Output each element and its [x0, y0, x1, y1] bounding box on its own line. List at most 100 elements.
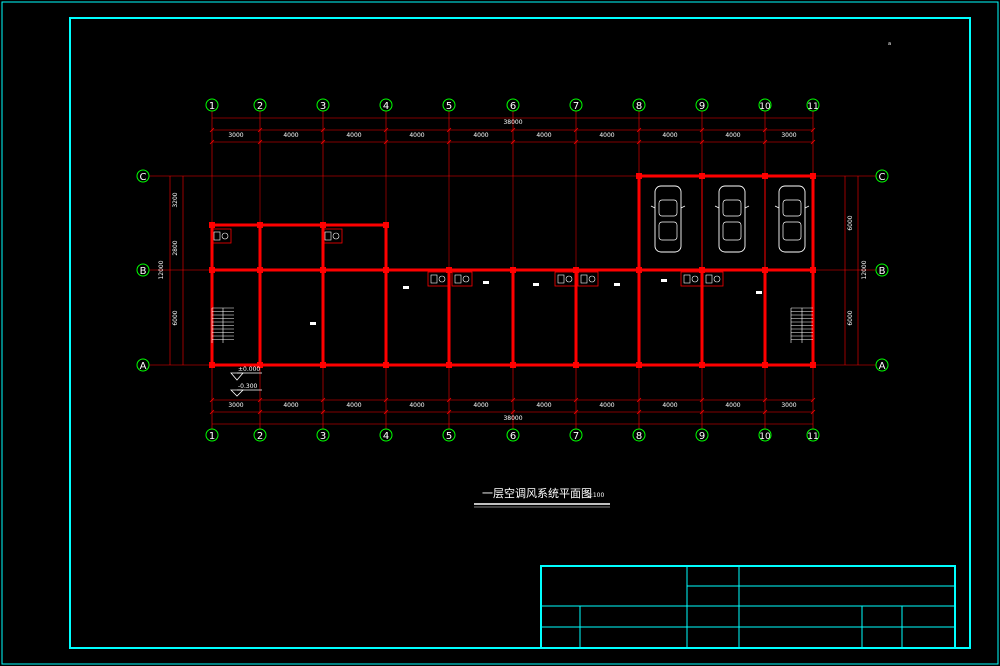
dim-tick: [446, 409, 452, 415]
dim-text: 4000: [725, 132, 740, 139]
basin-fixture: [691, 275, 699, 283]
dim-tick: [209, 127, 215, 133]
toilet-unit: [702, 271, 724, 287]
dim-tick: [320, 139, 326, 145]
svg-text:11: 11: [807, 432, 818, 442]
dim-tick: [510, 139, 516, 145]
dim-tick: [762, 127, 768, 133]
dim-tick: [257, 127, 263, 133]
structural-column: [699, 267, 705, 273]
svg-text:10: 10: [759, 102, 771, 112]
dim-tick: [573, 127, 579, 133]
room-tag: [403, 286, 409, 289]
column-axes-bottom: 1 2 3 4 5 6 7 8 9 10 11: [205, 428, 820, 442]
axis-bubble: A: [136, 358, 150, 372]
room-tag: [483, 281, 489, 284]
fixtures: [210, 228, 813, 343]
room-tag: [614, 283, 620, 286]
structural-column: [510, 267, 516, 273]
structural-column: [573, 362, 579, 368]
car-mirror: [804, 205, 810, 209]
svg-text:1: 1: [209, 431, 215, 442]
axis-bubble: 10: [758, 428, 772, 442]
structural-column: [320, 222, 326, 228]
svg-text:C: C: [879, 172, 886, 183]
dim-text: 4000: [599, 402, 614, 409]
inner-frame: [69, 17, 971, 649]
total-dim-top: 38000: [503, 119, 522, 126]
svg-text:11: 11: [807, 102, 818, 112]
dim-text: 6000: [847, 310, 854, 325]
structural-column: [446, 362, 452, 368]
axis-bubble: 3: [316, 428, 330, 442]
svg-text:6: 6: [510, 431, 516, 442]
svg-text:3: 3: [320, 101, 326, 112]
axis-bubble: 8: [632, 428, 646, 442]
axis-bubble: 6: [506, 98, 520, 112]
dim-text: 4000: [283, 132, 298, 139]
toilet-fixture: [454, 274, 462, 284]
car-mirror: [774, 205, 780, 209]
level-mark-upper: ±0.000: [230, 366, 262, 381]
toilet-unit: [451, 271, 473, 287]
level-text: -0.300: [238, 383, 258, 390]
basin-fixture: [713, 275, 721, 283]
dim-text: 4000: [536, 402, 551, 409]
dim-tick: [383, 139, 389, 145]
svg-text:4: 4: [383, 101, 389, 112]
dim-tick: [762, 409, 768, 415]
dim-tick: [699, 397, 705, 403]
car-windshield: [658, 199, 678, 217]
drawing-scale: 1:100: [587, 492, 604, 499]
dim-tick: [209, 409, 215, 415]
structural-column: [383, 267, 389, 273]
dim-tick: [810, 127, 816, 133]
dim-tick: [383, 397, 389, 403]
svg-text:1: 1: [209, 101, 215, 112]
dim-tick: [446, 397, 452, 403]
dimension-lines: [169, 117, 859, 425]
dim-text: 4000: [409, 402, 424, 409]
toilet-unit: [427, 271, 449, 287]
axis-bubble: 9: [695, 98, 709, 112]
drawing-title: 一层空调风系统平面图: [482, 486, 592, 500]
dim-tick: [573, 409, 579, 415]
structural-column: [209, 362, 215, 368]
dim-text: 4000: [409, 132, 424, 139]
car-body: [778, 185, 806, 253]
dimension-texts-left: 3200 2800 12000 6000: [158, 192, 179, 325]
toilet-fixture: [580, 274, 588, 284]
axis-bubble: B: [875, 263, 889, 277]
svg-text:6: 6: [510, 101, 516, 112]
dimension-texts-right: 6000 12000 6000: [847, 215, 868, 325]
axis-bubble: C: [875, 169, 889, 183]
axis-bubble: C: [136, 169, 150, 183]
car-mirror: [650, 205, 656, 209]
structural-column: [257, 222, 263, 228]
structural-column: [762, 173, 768, 179]
axis-bubble: B: [136, 263, 150, 277]
dim-text: 3000: [228, 132, 243, 139]
dim-text: 4000: [536, 132, 551, 139]
structural-column: [762, 267, 768, 273]
car-windshield: [722, 199, 742, 217]
dim-tick: [320, 127, 326, 133]
axis-bubble: 4: [379, 98, 393, 112]
toilet-unit: [577, 271, 599, 287]
svg-text:4: 4: [383, 431, 389, 442]
structural-column: [636, 362, 642, 368]
car-body: [718, 185, 746, 253]
room-tag: [310, 322, 316, 325]
structural-column: [209, 222, 215, 228]
axis-bubble: 5: [442, 428, 456, 442]
svg-text:5: 5: [446, 431, 452, 442]
structural-column: [446, 267, 452, 273]
basin-fixture: [332, 232, 340, 240]
dim-tick: [573, 139, 579, 145]
svg-text:7: 7: [573, 431, 579, 442]
toilet-fixture: [705, 274, 713, 284]
dim-text: 12000: [861, 260, 868, 279]
dim-tick: [573, 397, 579, 403]
dim-text: 4000: [346, 402, 361, 409]
